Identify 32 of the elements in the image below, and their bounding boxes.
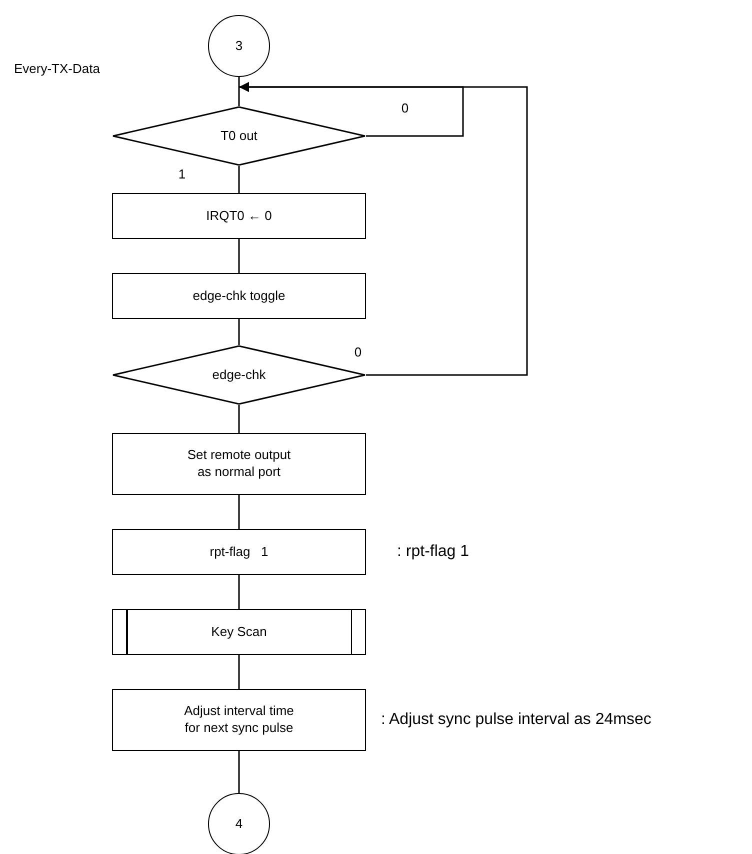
node-label: edge-chk xyxy=(211,366,267,384)
connector-line xyxy=(238,751,240,793)
node-label: edge-chk toggle xyxy=(192,288,286,304)
node-label: Set remote output as normal port xyxy=(186,447,292,481)
node-label: IRQT0 ← 0 xyxy=(205,208,273,224)
edge-label: 0 xyxy=(353,346,363,358)
node-label: Adjust interval time for next sync pulse xyxy=(183,703,295,737)
process-box xyxy=(112,193,366,239)
subroutine-box xyxy=(112,609,366,655)
decision-diamond xyxy=(112,345,366,405)
connector-line xyxy=(238,166,240,193)
process-box xyxy=(112,433,366,495)
node-label: T0 out xyxy=(220,128,258,144)
node-label: Key Scan xyxy=(210,624,268,640)
edge-label: 0 xyxy=(400,102,410,114)
decision-diamond xyxy=(112,106,366,166)
flow-title: Every-TX-Data xyxy=(14,62,100,75)
edge-label: 1 xyxy=(177,168,187,180)
process-box xyxy=(112,273,366,319)
connector-line xyxy=(238,495,240,529)
connector-line xyxy=(238,655,240,689)
arrow xyxy=(239,82,528,376)
annotation-text: : Adjust sync pulse interval as 24msec xyxy=(381,712,652,728)
connector-line xyxy=(238,239,240,273)
connector-line xyxy=(238,77,240,106)
connector-line xyxy=(238,319,240,345)
connector-line xyxy=(238,575,240,609)
connector-line xyxy=(238,405,240,433)
node-label: rpt-flag 1 xyxy=(208,544,270,560)
annotation-text: : rpt-flag 1 xyxy=(397,544,470,560)
node-label: 3 xyxy=(234,38,244,54)
node-label: 4 xyxy=(234,816,244,832)
